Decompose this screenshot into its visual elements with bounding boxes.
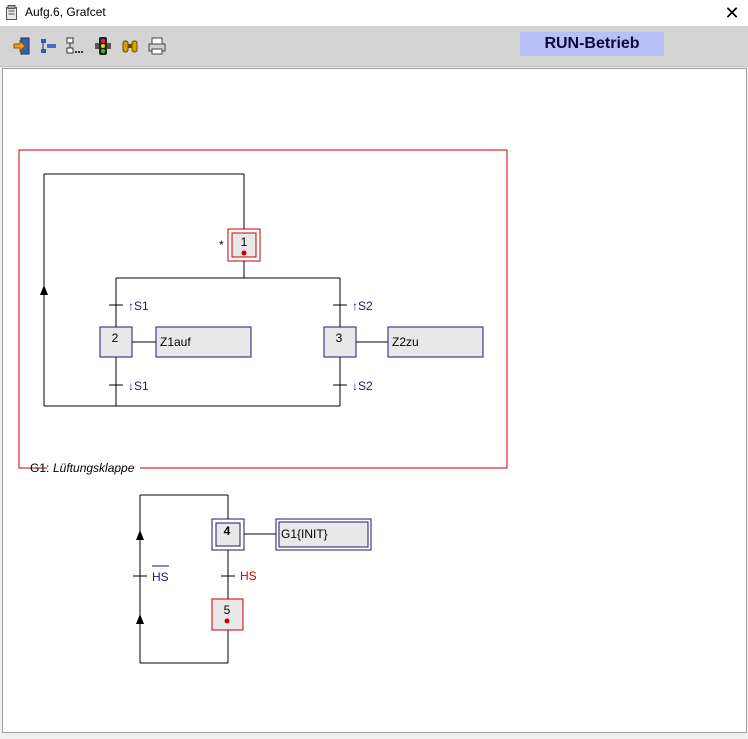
transition-s2-rise: ↑S2 (352, 299, 373, 313)
window-title: Aufg.6, Grafcet (25, 5, 106, 19)
grafcet-canvas: G1: Lüftungsklappe ↑S1 ↑S2 ↓S1 (2, 68, 747, 733)
step-2[interactable]: 2 (99, 326, 133, 358)
step-number: 2 (112, 331, 119, 345)
action-label: G1{INIT} (281, 527, 328, 541)
step-1[interactable]: 1 (227, 228, 261, 262)
mode-badge: RUN-Betrieb (520, 32, 664, 56)
title-bar: Aufg.6, Grafcet ✕ (0, 0, 748, 26)
transition-s1-fall: ↓S1 (128, 379, 149, 393)
align-icon[interactable] (38, 36, 58, 56)
group1-connections (43, 173, 388, 407)
binoculars-icon[interactable] (120, 36, 140, 56)
close-button[interactable]: ✕ (724, 3, 740, 23)
transition-hs: HS (240, 569, 257, 583)
active-token-icon (241, 250, 247, 256)
transition-bars (109, 304, 347, 386)
active-token-icon (224, 618, 230, 624)
toolbar: RUN-Betrieb (0, 26, 748, 67)
print-icon[interactable] (147, 36, 167, 56)
step-number: 3 (336, 331, 343, 345)
transition-s2-fall: ↓S2 (352, 379, 373, 393)
flow-arrow (136, 614, 144, 624)
group-label: G1: (30, 461, 49, 475)
step-5[interactable]: 5 (211, 598, 244, 631)
action-g1-init[interactable]: G1{INIT} (275, 518, 372, 551)
group-frame (18, 149, 508, 469)
status-strip (0, 733, 748, 739)
flow-arrow (40, 285, 48, 295)
flow-arrow (136, 530, 144, 540)
action-label: Z2zu (392, 335, 419, 349)
step-number: 5 (224, 603, 231, 617)
action-z1auf[interactable]: Z1auf (155, 326, 252, 358)
transition-hs-negated: HS (152, 570, 169, 584)
list-icon[interactable] (64, 36, 84, 56)
group-name: Lüftungsklappe (53, 461, 135, 475)
step-number: 4 (224, 524, 231, 538)
group2-connections (133, 494, 276, 664)
grafcet-diagram: G1: Lüftungsklappe ↑S1 ↑S2 ↓S1 (18, 149, 508, 664)
step-4[interactable]: 4 (211, 518, 245, 551)
traffic-light-icon[interactable] (93, 36, 113, 56)
step-3[interactable]: 3 (323, 326, 357, 358)
exit-icon[interactable] (12, 36, 32, 56)
initial-marker: * (219, 238, 224, 252)
action-z2zu[interactable]: Z2zu (387, 326, 484, 358)
app-icon (6, 5, 17, 20)
step-number: 1 (241, 235, 248, 249)
action-label: Z1auf (160, 335, 191, 349)
transition-s1-rise: ↑S1 (128, 299, 149, 313)
